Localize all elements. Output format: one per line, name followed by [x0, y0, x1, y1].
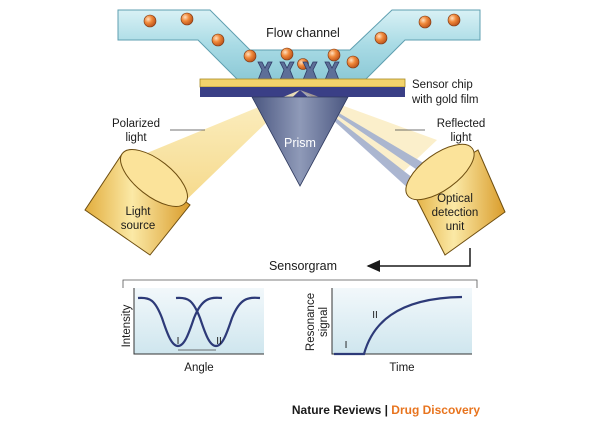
gold-film [199, 78, 406, 88]
resonance-axis-label-2: signal [318, 307, 330, 337]
right-mark-i: I [345, 340, 348, 351]
left-graph-axes [133, 288, 264, 355]
right-mark-ii: II [372, 310, 378, 321]
right-graph-panel [332, 288, 472, 354]
time-axis-label: Time [389, 362, 414, 374]
light-source-label-1: Light [126, 206, 152, 218]
curve-i [137, 296, 223, 348]
credit-separator: | [381, 403, 391, 417]
optical-label-1: Optical [437, 193, 473, 205]
analyte-particles [143, 12, 461, 70]
left-mark-i: I [177, 336, 180, 347]
optical-label-3: unit [446, 221, 465, 233]
journal-name: Drug Discovery [391, 403, 480, 417]
prism: Prism [251, 96, 349, 187]
light-source: Light source [84, 149, 191, 256]
polarized-label-2: light [125, 132, 147, 144]
light-source-label-2: source [121, 220, 156, 232]
prism-label: Prism [284, 136, 316, 150]
intensity-angle-graph: I II Intensity Angle [121, 288, 264, 374]
receptors [257, 61, 340, 81]
left-graph-panel [134, 288, 264, 354]
flow-channel: Flow channel [117, 9, 481, 81]
sensorgram-arrow [366, 248, 471, 272]
sensorgram-connector: Sensorgram [122, 248, 478, 288]
flow-channel-label: Flow channel [266, 26, 340, 40]
right-graph-axes [331, 288, 472, 355]
optical-detection-unit: Optical detection unit [405, 143, 506, 256]
left-mark-ii: II [216, 336, 222, 347]
resonance-axis-label-1: Resonance [305, 293, 317, 351]
curve-ii [175, 296, 261, 348]
reflected-label-1: Reflected [437, 118, 486, 130]
angle-axis-label: Angle [184, 362, 213, 374]
polarized-light-label: Polarized light [112, 118, 205, 144]
reflected-label-2: light [450, 132, 472, 144]
resonance-time-graph: I II Resonance signal Time [305, 288, 472, 374]
sensor-chip-label-2: with gold film [411, 94, 478, 106]
optical-label-2: detection [432, 207, 479, 219]
publisher-name: Nature Reviews [292, 403, 382, 417]
sensorgram-label: Sensorgram [269, 259, 337, 273]
sensorgram-bracket [122, 279, 478, 288]
intensity-axis-label: Intensity [121, 304, 133, 347]
reflected-light-label: Reflected light [395, 118, 485, 144]
sensor-chip-label-1: Sensor chip [412, 79, 473, 91]
journal-credit: Nature Reviews | Drug Discovery [292, 403, 480, 417]
polarized-label-1: Polarized [112, 118, 160, 130]
association-curve [334, 295, 463, 356]
